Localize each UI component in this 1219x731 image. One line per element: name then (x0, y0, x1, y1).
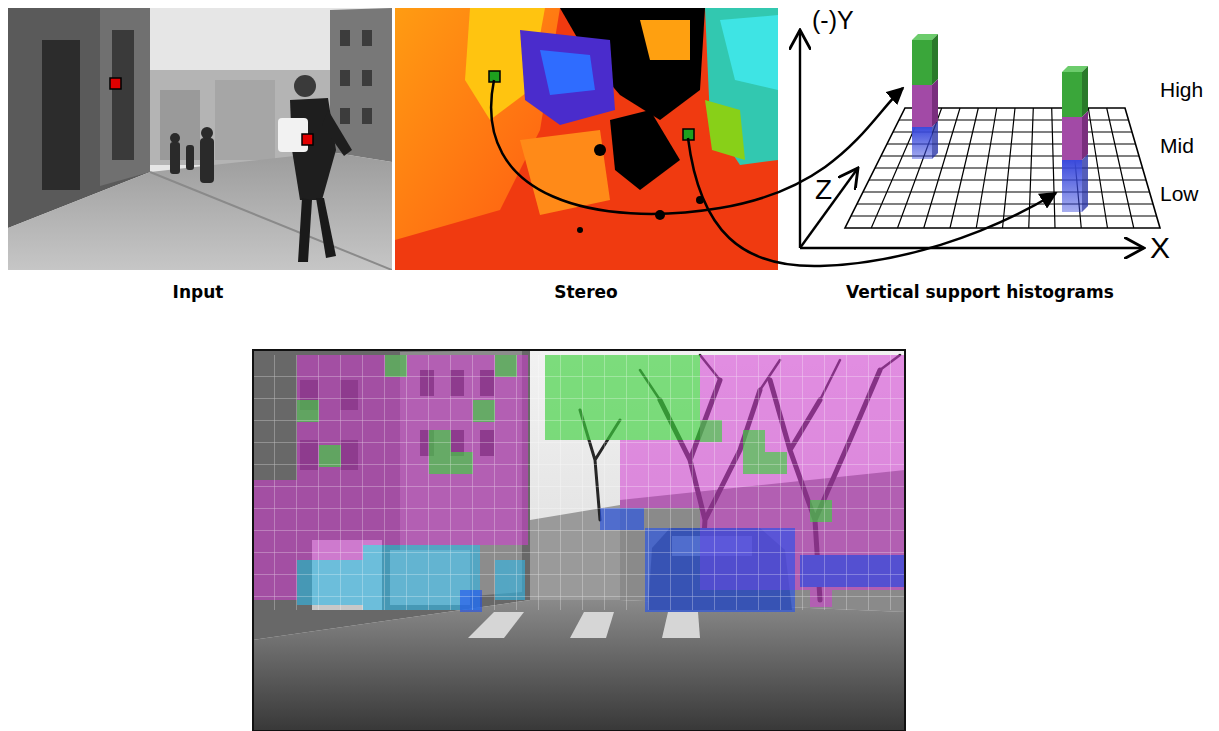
histogram-bar (1062, 160, 1082, 212)
panel-caption: Vertical support histograms (846, 283, 1114, 303)
axis-lines (800, 168, 858, 248)
histogram-bar (1082, 111, 1088, 160)
histogram-bar (912, 85, 932, 127)
input-photo (170, 127, 214, 183)
input-photo (201, 127, 213, 139)
stereo-map (395, 8, 778, 270)
pedestrian (322, 110, 352, 156)
street-photo (253, 600, 905, 731)
stereo-map (705, 100, 745, 160)
input-photo (112, 30, 134, 160)
histogram-bar (932, 79, 938, 127)
street-photo (570, 612, 614, 638)
input-photo (186, 145, 194, 170)
histogram-grid (845, 108, 1160, 228)
photo-frame (253, 350, 905, 731)
histogram-bar (1082, 66, 1088, 117)
stereo-map (610, 110, 680, 190)
mapping-arrow (491, 80, 903, 214)
histogram-bar (932, 121, 938, 159)
stereo-map (577, 227, 583, 233)
level-label: High (1160, 78, 1203, 102)
mapping-arrow (491, 80, 1056, 266)
input-photo (215, 80, 275, 160)
stereo-map (705, 8, 778, 165)
histogram-grid (851, 108, 1157, 228)
input-photo (100, 8, 150, 186)
street-photo (253, 350, 905, 731)
axis-lines (800, 247, 1144, 249)
street-photo (468, 612, 524, 638)
input-photo (340, 30, 350, 46)
level-label: Mid (1160, 134, 1194, 158)
histogram-bar (912, 40, 932, 85)
stereo-map (395, 8, 778, 270)
support-overlay (253, 355, 905, 612)
input-photo (8, 8, 392, 270)
pedestrian (294, 75, 316, 97)
axis-label: X (1150, 231, 1170, 266)
input-photo (170, 133, 180, 143)
panel-caption: Input (173, 283, 224, 303)
level-label: Low (1160, 182, 1199, 206)
histogram-bar (1062, 117, 1082, 160)
input-photo (362, 30, 372, 46)
histogram-bar (912, 34, 938, 159)
input-photo (362, 108, 372, 124)
input-photo (362, 70, 372, 86)
stereo-map (594, 144, 606, 156)
pedestrian (278, 75, 352, 262)
axis-label: Z (815, 174, 832, 206)
sample-point (110, 78, 121, 89)
histogram-bar (1062, 72, 1082, 117)
histogram-grid (845, 108, 1160, 228)
input-photo (8, 8, 392, 270)
axis-label: (-)Y (812, 6, 854, 35)
stereo-map (520, 30, 615, 125)
histogram-bar (1082, 154, 1088, 212)
pedestrian (316, 198, 336, 258)
street-photo (468, 612, 700, 638)
axis-lines (800, 30, 1144, 248)
histogram-bar (932, 34, 938, 85)
input-photo (42, 40, 80, 190)
panel-caption: Stereo (554, 283, 618, 303)
pedestrian (298, 198, 312, 262)
street-photo (662, 612, 700, 638)
histogram-bar (1062, 66, 1088, 212)
support-overlay (253, 355, 905, 610)
stereo-map (540, 50, 595, 95)
mapping-arrow (688, 138, 1056, 266)
street-photo (253, 350, 905, 731)
axis-lines (799, 30, 801, 248)
histogram-bar (912, 127, 932, 159)
input-photo (200, 138, 214, 183)
input-photo (150, 172, 392, 270)
sample-point (302, 134, 313, 145)
input-photo (170, 142, 180, 174)
input-photo (340, 108, 350, 124)
stereo-map (720, 15, 778, 90)
stereo-map (640, 20, 690, 60)
input-photo (340, 70, 350, 86)
